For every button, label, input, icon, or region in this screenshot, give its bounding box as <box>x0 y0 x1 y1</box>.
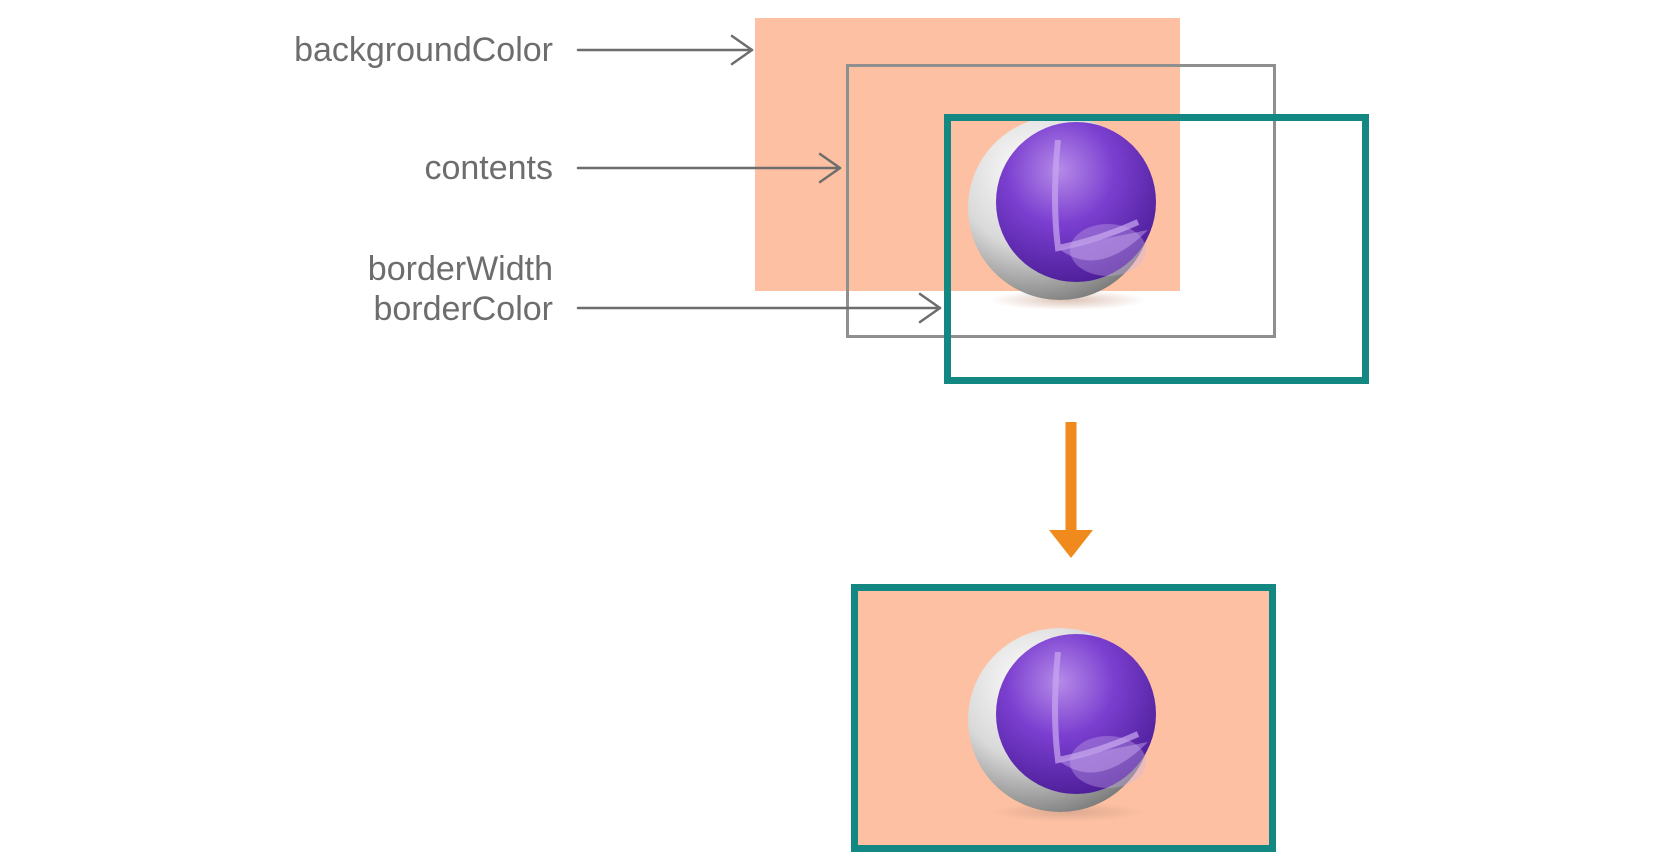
contents-layer-frame <box>846 64 1276 338</box>
border-color-label: borderColor <box>373 290 553 328</box>
contents-label: contents <box>424 149 553 187</box>
border-width-label: borderWidth <box>367 250 553 288</box>
border-layer <box>944 114 1369 384</box>
instruments-sphere-icon <box>948 602 1178 832</box>
background-color-label: backgroundColor <box>294 31 553 69</box>
arrow-to-background-icon <box>576 34 754 66</box>
arrow-down-icon <box>1049 422 1093 558</box>
instruments-sphere-icon <box>948 90 1178 320</box>
